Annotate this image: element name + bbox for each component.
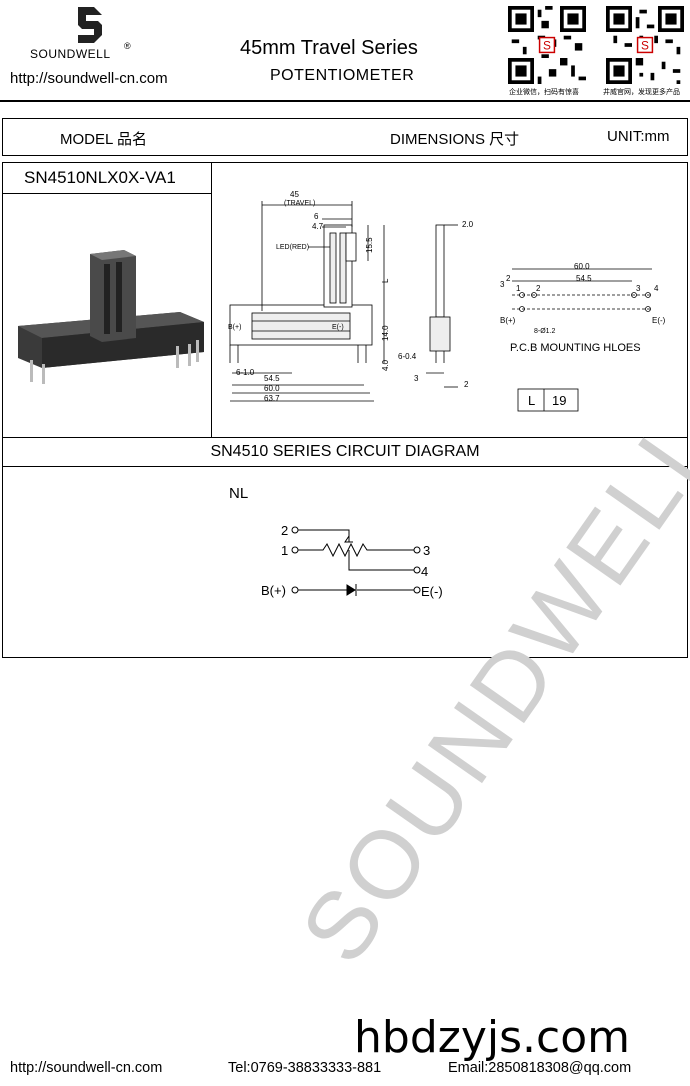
dim-6-0-4: 6-0.4 xyxy=(398,352,417,361)
logo-text: SOUNDWELL xyxy=(30,47,111,61)
dim-4-7: 4.7 xyxy=(312,222,324,231)
image-cell-border xyxy=(211,162,212,438)
l-table-value: 19 xyxy=(552,393,566,408)
pcb-pin2: 2 xyxy=(536,284,541,293)
circuit-pin4: 4 xyxy=(421,564,428,579)
qr-code-website[interactable]: S xyxy=(606,6,684,84)
product-photo xyxy=(18,250,204,384)
circuit-variant-label: NL xyxy=(229,485,249,502)
footer-email[interactable]: Email:2850818308@qq.com xyxy=(448,1060,632,1076)
unit-label: UNIT:mm xyxy=(607,128,670,145)
mechanical-drawing: 45 (TRAVEL) 6 4.7 LED(RED) 15.5 L 2.0 14… xyxy=(228,190,666,412)
circuit-diagram: 2 1 3 4 B(+) E(-) xyxy=(261,523,443,599)
pcb-pin4: 4 xyxy=(654,284,659,293)
dim-14-0: 14.0 xyxy=(381,325,390,341)
circuit-diagram-title: SN4510 SERIES CIRCUIT DIAGRAM xyxy=(210,443,480,460)
dim-3: 3 xyxy=(414,374,419,383)
dim-travel-label: (TRAVEL) xyxy=(284,200,315,207)
header-website-link[interactable]: http://soundwell-cn.com xyxy=(10,70,168,87)
model-column-label: MODEL 品名 xyxy=(60,131,147,148)
front-b-plus: B(+) xyxy=(228,324,241,331)
model-number: SN4510NLX0X-VA1 xyxy=(24,168,176,187)
pcb-mounting-label: P.C.B MOUNTING HLOES xyxy=(510,342,641,354)
qr-caption-wechat: 企业微信，扫码有惊喜 xyxy=(509,89,579,96)
pcb-dim-54-5: 54.5 xyxy=(576,274,592,283)
qr-code-wechat[interactable]: S xyxy=(508,6,586,84)
circuit-pin1: 1 xyxy=(281,543,288,558)
company-logo xyxy=(72,5,108,45)
circuit-pin2: 2 xyxy=(281,523,288,538)
pcb-e-minus: E(-) xyxy=(652,316,666,325)
dim-2: 2 xyxy=(464,380,469,389)
footer-telephone: Tel:0769-38833333-881 xyxy=(228,1060,382,1076)
pcb-dim-60-0: 60.0 xyxy=(574,262,590,271)
svg-text:S: S xyxy=(543,38,551,52)
dim-6-1-0: 6-1.0 xyxy=(236,368,255,377)
dim-travel: 45 xyxy=(290,190,299,199)
pcb-hole-spec: 8-Ø1.2 xyxy=(534,328,556,335)
dim-l: L xyxy=(381,278,390,283)
footer-website-link[interactable]: http://soundwell-cn.com xyxy=(10,1060,163,1076)
footer-brand: hbdzyjs.com xyxy=(354,1012,630,1063)
dim-63-7: 63.7 xyxy=(264,394,280,403)
pcb-dim-3: 3 xyxy=(500,280,505,289)
dim-4-0: 4.0 xyxy=(381,359,390,371)
pcb-dim-2: 2 xyxy=(506,274,511,283)
svg-text:S: S xyxy=(641,38,649,52)
dim-2-0: 2.0 xyxy=(462,220,474,229)
l-table-key: L xyxy=(528,393,535,408)
product-panel xyxy=(2,162,688,658)
circuit-title-divider xyxy=(2,466,688,467)
dim-54-5: 54.5 xyxy=(264,374,280,383)
dimensions-column-label: DIMENSIONS 尺寸 xyxy=(390,131,520,148)
dim-15-5: 15.5 xyxy=(365,237,374,253)
pcb-b-plus: B(+) xyxy=(500,316,516,325)
page-subtitle: POTENTIOMETER xyxy=(270,67,415,84)
product-panel-divider xyxy=(2,437,688,438)
dim-60-0: 60.0 xyxy=(264,384,280,393)
front-e-minus: E(-) xyxy=(332,324,344,331)
circuit-pin3: 3 xyxy=(423,543,430,558)
logo-registered-mark: ® xyxy=(124,41,131,51)
led-label: LED(RED) xyxy=(276,244,309,251)
page-title: 45mm Travel Series xyxy=(240,37,418,59)
dim-6: 6 xyxy=(314,212,319,221)
pcb-pin1: 1 xyxy=(516,284,521,293)
qr-caption-website: 井威官网，发现更多产品 xyxy=(603,89,680,96)
table-header-row xyxy=(2,118,688,156)
circuit-b-plus: B(+) xyxy=(261,583,286,598)
pcb-pin3: 3 xyxy=(636,284,641,293)
header-divider xyxy=(0,100,690,102)
circuit-e-minus: E(-) xyxy=(421,584,443,599)
